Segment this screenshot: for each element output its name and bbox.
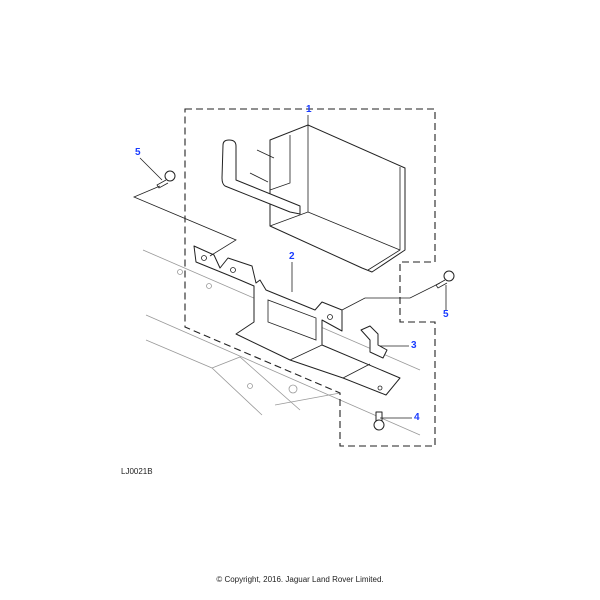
bolt-icon [373,411,385,431]
callout-3: 3 [411,340,417,351]
bracket [193,245,401,396]
callout-5-left: 5 [135,147,141,158]
bolt-icon [435,270,455,289]
canister [221,124,406,273]
callout-4: 4 [414,412,420,423]
reference-code: LJ0021B [121,467,153,476]
callout-2: 2 [289,251,295,262]
bolt-icon [156,170,176,189]
assembly-boundary [184,108,436,447]
callout-1: 1 [306,104,312,115]
leader-lines [132,115,447,419]
clip-part [360,325,388,359]
copyright-notice: © Copyright, 2016. Jaguar Land Rover Lim… [216,575,384,584]
callout-5-right: 5 [443,309,449,320]
